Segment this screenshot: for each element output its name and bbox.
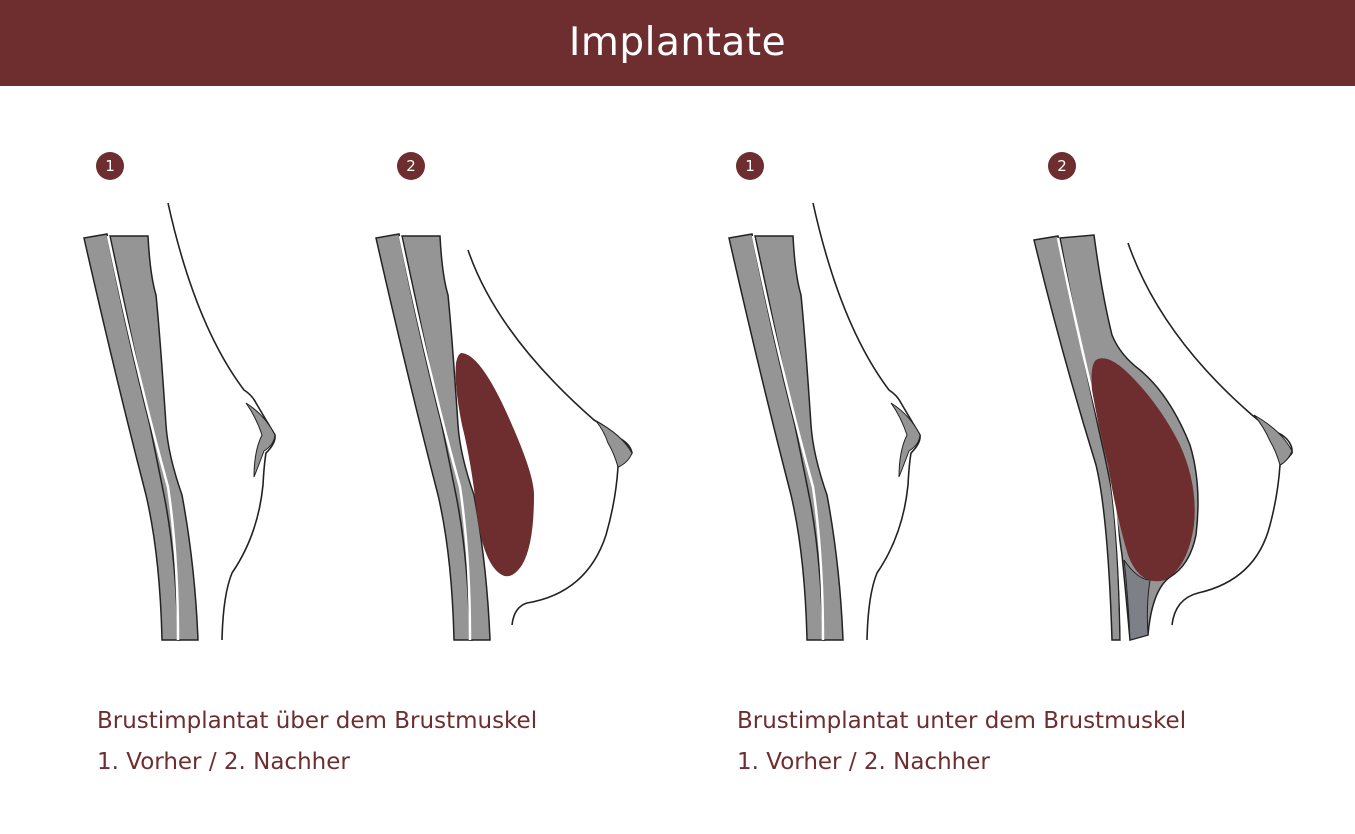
nipple <box>890 402 921 478</box>
header-banner: Implantate <box>0 0 1355 86</box>
caption-right-line2: 1. Vorher / 2. Nachher <box>737 749 990 775</box>
caption-left-line1: Brustimplantat über dem Brustmuskel <box>97 708 538 734</box>
implant <box>1091 358 1195 582</box>
caption-left-line2: 1. Vorher / 2. Nachher <box>97 749 350 775</box>
breast-profile-implant-under-muscle <box>1033 234 1293 641</box>
skin-contour <box>812 202 921 641</box>
nipple <box>595 420 633 468</box>
step-badge-2: 2 <box>397 152 425 180</box>
caption-right-line1: Brustimplantat unter dem Brustmuskel <box>737 708 1187 734</box>
page-title: Implantate <box>568 19 787 65</box>
implant <box>455 353 534 577</box>
nipple <box>245 402 276 478</box>
breast-profile-implant-over-muscle <box>375 233 633 641</box>
breast-profile-before-right <box>728 202 921 641</box>
step-badge-3: 1 <box>736 152 764 180</box>
skin-contour <box>167 202 276 641</box>
breast-profile-before-left <box>83 202 276 641</box>
step-badge-1: 1 <box>96 152 124 180</box>
step-badge-4: 2 <box>1048 152 1076 180</box>
nipple <box>1253 414 1293 466</box>
